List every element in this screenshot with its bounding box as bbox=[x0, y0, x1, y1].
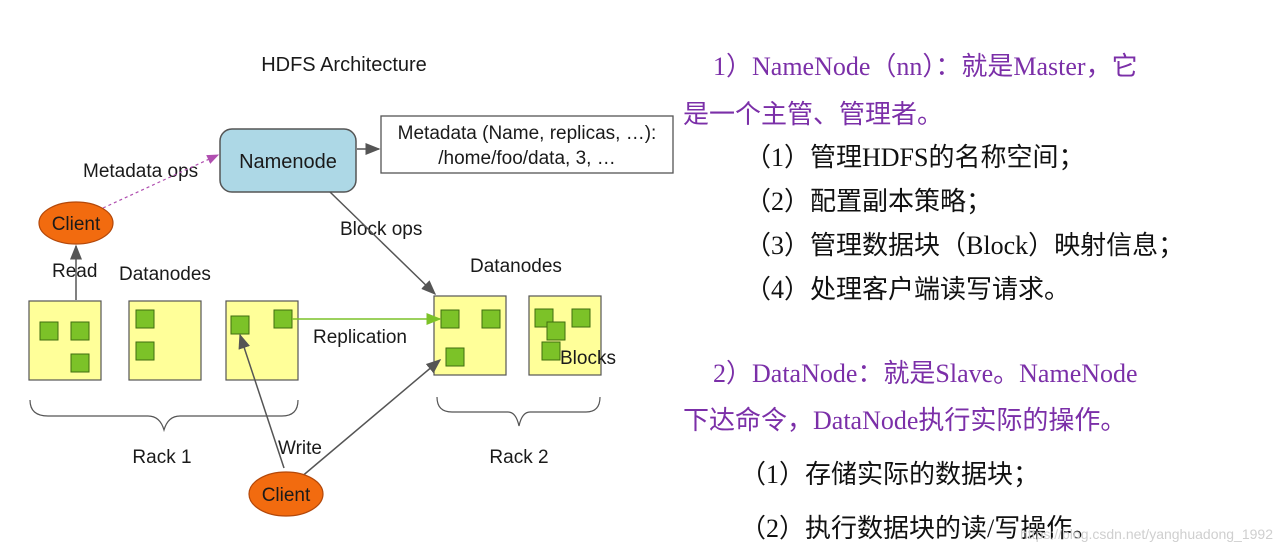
block bbox=[135, 341, 155, 361]
block bbox=[445, 347, 465, 367]
blocks-label: Blocks bbox=[560, 348, 616, 369]
block bbox=[481, 309, 501, 329]
block bbox=[571, 308, 591, 328]
namenode-item-3: （3）管理数据块（Block）映射信息； bbox=[745, 231, 1185, 260]
block bbox=[546, 321, 566, 341]
rack1-label: Rack 1 bbox=[132, 447, 191, 468]
block bbox=[70, 321, 90, 341]
client-bottom-label: Client bbox=[262, 485, 311, 506]
client-to-rack2-arrow bbox=[299, 359, 442, 479]
datanodes-right-label: Datanodes bbox=[470, 256, 562, 277]
metadata-box bbox=[380, 115, 674, 174]
block bbox=[273, 309, 293, 329]
datanode-rack1-3 bbox=[225, 300, 299, 381]
namenode-item-2: （2）配置副本策略； bbox=[745, 187, 993, 216]
datanode-rack1-1 bbox=[28, 300, 102, 381]
namenode-heading-line-1: 1）NameNode（nn）：就是Master，它 bbox=[713, 52, 1138, 81]
datanode-rack1-2 bbox=[128, 300, 202, 381]
namenode-box bbox=[219, 128, 357, 193]
datanode-heading-line-2: 下达命令，DataNode执行实际的操作。 bbox=[683, 406, 1127, 435]
block bbox=[440, 309, 460, 329]
datanodes-left-label: Datanodes bbox=[119, 264, 211, 285]
block bbox=[230, 315, 250, 335]
datanode-item-1: （1）存储实际的数据块； bbox=[740, 460, 1040, 489]
metadata-line-1: Metadata (Name, replicas, …): bbox=[398, 123, 657, 144]
namenode-label: Namenode bbox=[239, 151, 337, 173]
block bbox=[70, 353, 90, 373]
block bbox=[541, 341, 561, 361]
block-ops-arrow bbox=[329, 191, 437, 296]
rack2-label: Rack 2 bbox=[489, 447, 548, 468]
write-arrow bbox=[238, 333, 285, 469]
block bbox=[39, 321, 59, 341]
datanode-item-2: （2）执行数据块的读/写操作。 bbox=[740, 514, 1099, 543]
metadata-ops-label: Metadata ops bbox=[83, 161, 198, 182]
block bbox=[135, 309, 155, 329]
datanode-rack2-2 bbox=[528, 295, 602, 376]
datanode-heading-line-1: 2）DataNode：就是Slave。NameNode bbox=[713, 359, 1138, 388]
read-label: Read bbox=[52, 261, 97, 282]
replication-label: Replication bbox=[313, 327, 407, 348]
client-top bbox=[38, 201, 114, 245]
namenode-item-4: （4）处理客户端读写请求。 bbox=[745, 275, 1071, 304]
rack1-brace bbox=[29, 399, 299, 433]
client-bottom bbox=[248, 471, 324, 517]
rack2-brace bbox=[436, 396, 601, 427]
datanode-rack2-1 bbox=[433, 295, 507, 376]
watermark: https://blog.csdn.net/yanghuadong_1992 bbox=[1020, 526, 1273, 542]
client-top-label: Client bbox=[52, 214, 101, 235]
write-label: Write bbox=[278, 438, 322, 459]
diagram-title: HDFS Architecture bbox=[261, 54, 427, 76]
metadata-line-2: /home/foo/data, 3, … bbox=[438, 148, 615, 169]
block-ops-label: Block ops bbox=[340, 219, 422, 240]
namenode-item-1: （1）管理HDFS的名称空间； bbox=[745, 143, 1085, 172]
namenode-heading-line-2: 是一个主管、管理者。 bbox=[683, 100, 944, 129]
